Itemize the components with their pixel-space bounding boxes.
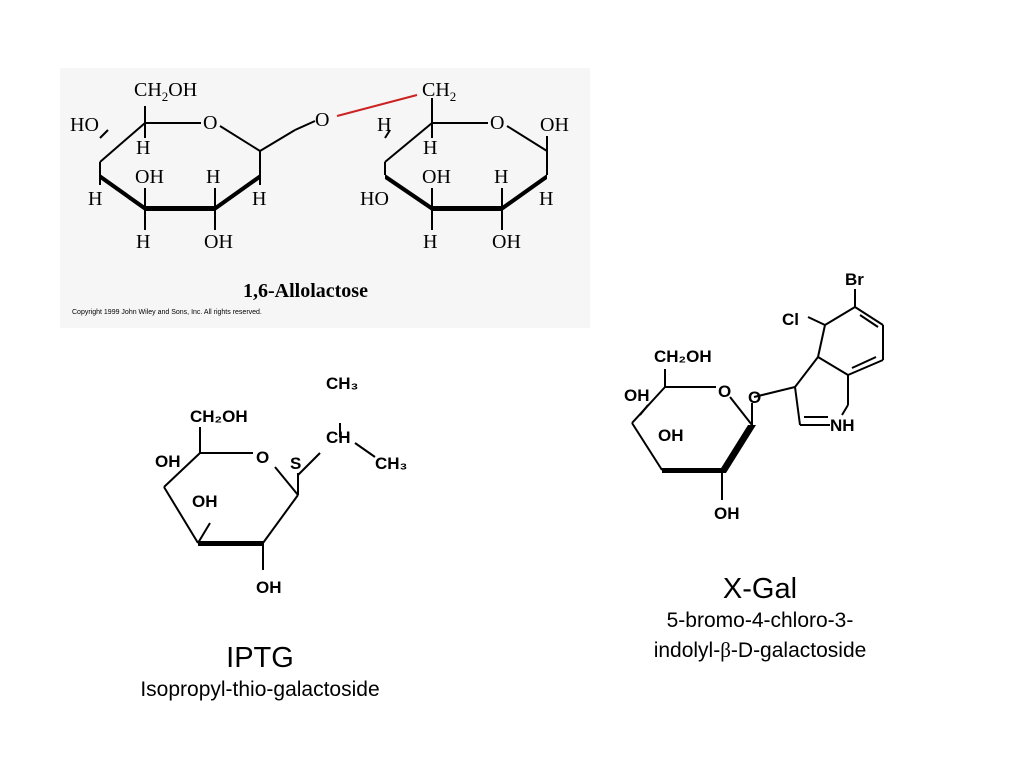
iptg-caption: IPTG Isopropyl-thio-galactoside bbox=[100, 640, 420, 704]
right-ring-oxygen: O bbox=[490, 112, 504, 134]
right-oh-mid: OH bbox=[422, 166, 451, 188]
iptg-ch3-right: CH₃ bbox=[375, 454, 407, 473]
left-oh-mid: OH bbox=[135, 166, 164, 188]
iptg-subtitle: Isopropyl-thio-galactoside bbox=[140, 678, 380, 701]
right-ch2: CH2 bbox=[422, 79, 456, 104]
left-h-mid: H bbox=[206, 166, 220, 188]
xgal-wedge bbox=[718, 425, 756, 473]
right-h-top: H bbox=[423, 137, 437, 159]
left-h-bottom: H bbox=[136, 231, 150, 253]
left-h-right: H bbox=[252, 188, 266, 210]
xgal-nh: NH bbox=[830, 416, 855, 435]
xgal-oh-bottom: OH bbox=[714, 504, 740, 523]
xgal-subtitle-line1: 5-bromo-4-chloro-3- bbox=[666, 609, 854, 632]
right-oh-right: OH bbox=[540, 114, 569, 136]
iptg-oh-bottom: OH bbox=[256, 578, 282, 597]
allolactose-structure: CH2OH HO O H H OH H H H OH O CH2 H H O O… bbox=[70, 79, 569, 316]
left-ho: HO bbox=[70, 114, 99, 136]
right-h-top-left: H bbox=[377, 114, 391, 136]
iptg-oh-left: OH bbox=[155, 452, 181, 471]
xgal-ch2oh: CH₂OH bbox=[654, 347, 712, 366]
glycosidic-oxygen: O bbox=[315, 109, 329, 131]
allolactose-title: 1,6-Allolactose bbox=[243, 280, 368, 302]
left-ring-bonds bbox=[99, 106, 296, 230]
iptg-oh-mid: OH bbox=[192, 492, 218, 511]
xgal-title: X-Gal bbox=[722, 573, 798, 605]
left-h-left: H bbox=[88, 188, 102, 210]
left-h-top: H bbox=[136, 137, 150, 159]
right-ring-bonds bbox=[384, 98, 548, 230]
right-ho: HO bbox=[360, 188, 389, 210]
xgal-subtitle-post: -D-galactoside bbox=[730, 639, 867, 662]
iptg-bold-edge bbox=[198, 541, 263, 546]
xgal-structure: Br Cl CH₂OH OH O O OH NH OH bbox=[624, 270, 884, 523]
xgal-chlorine: Cl bbox=[782, 310, 799, 329]
iptg-ch3-top: CH₃ bbox=[326, 374, 358, 393]
iptg-bonds bbox=[163, 423, 376, 570]
iptg-ch2oh: CH₂OH bbox=[190, 407, 248, 426]
right-h-right: H bbox=[539, 188, 553, 210]
iptg-ring-oxygen: O bbox=[256, 448, 269, 467]
left-oh-bottom: OH bbox=[204, 231, 233, 253]
iptg-title: IPTG bbox=[226, 642, 294, 674]
allolactose-panel: CH2OH HO O H H OH H H H OH O CH2 H H O O… bbox=[60, 68, 590, 328]
iptg-ch: CH bbox=[326, 428, 351, 447]
iptg-structure: CH₂OH OH O S CH CH₃ CH₃ OH OH bbox=[155, 374, 407, 597]
right-oh-bottom: OH bbox=[492, 231, 521, 253]
xgal-oh-mid: OH bbox=[658, 426, 684, 445]
xgal-link-oxygen: O bbox=[748, 388, 761, 407]
xgal-subtitle-line2: indolyl-β-D-galactoside bbox=[620, 636, 900, 665]
xgal-subtitle-beta: β bbox=[720, 638, 731, 662]
right-ring-bold-edge bbox=[385, 174, 547, 211]
iptg-sulfur: S bbox=[290, 454, 301, 473]
right-h-bottom: H bbox=[423, 231, 437, 253]
xgal-oh-left: OH bbox=[624, 386, 650, 405]
link-bond-red bbox=[336, 94, 418, 117]
link-bond-black bbox=[294, 120, 316, 131]
xgal-bold-edge bbox=[662, 468, 722, 473]
copyright-notice: Copyright 1999 John Wiley and Sons, Inc.… bbox=[72, 309, 262, 316]
right-h-mid: H bbox=[494, 166, 508, 188]
left-ring-oxygen: O bbox=[203, 112, 217, 134]
xgal-bromine: Br bbox=[845, 270, 864, 289]
left-ring-bold-edge bbox=[100, 174, 260, 211]
xgal-caption: X-Gal 5-bromo-4-chloro-3- indolyl-β-D-ga… bbox=[620, 572, 900, 665]
left-ch2oh: CH2OH bbox=[134, 79, 197, 104]
xgal-subtitle-pre: indolyl- bbox=[653, 639, 721, 662]
xgal-ring-oxygen: O bbox=[718, 382, 731, 401]
